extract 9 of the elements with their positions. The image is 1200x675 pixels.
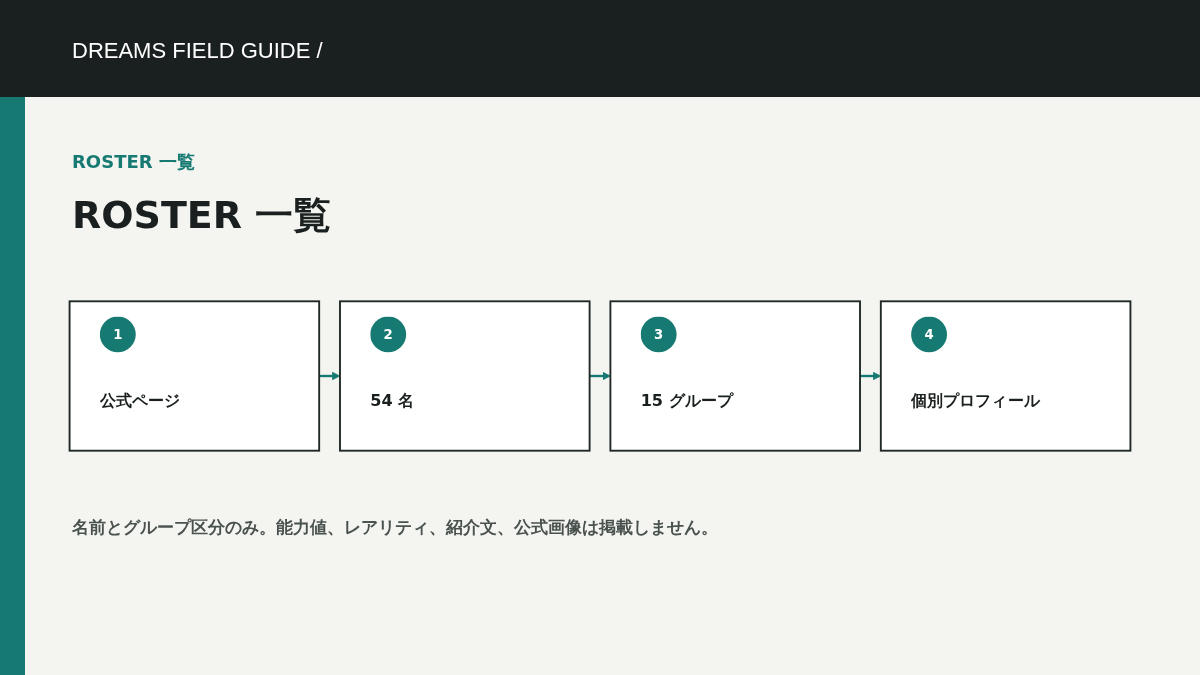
arrow <box>589 371 611 381</box>
node-box: 2 54 名 <box>339 300 591 452</box>
section-label: ROSTER 一覧 <box>72 150 195 174</box>
page-title: ROSTER 一覧 <box>72 192 332 239</box>
footnote-text: 名前とグループ区分のみ。能力値、レアリティ、紹介文、公式画像は掲載しません。 <box>72 516 718 539</box>
header-text: DREAMS FIELD GUIDE / <box>72 38 323 64</box>
node-box: 4 個別プロフィール <box>879 300 1132 452</box>
node-box: 1 公式ページ <box>68 300 321 452</box>
node-box: 3 15 グループ <box>609 300 861 452</box>
